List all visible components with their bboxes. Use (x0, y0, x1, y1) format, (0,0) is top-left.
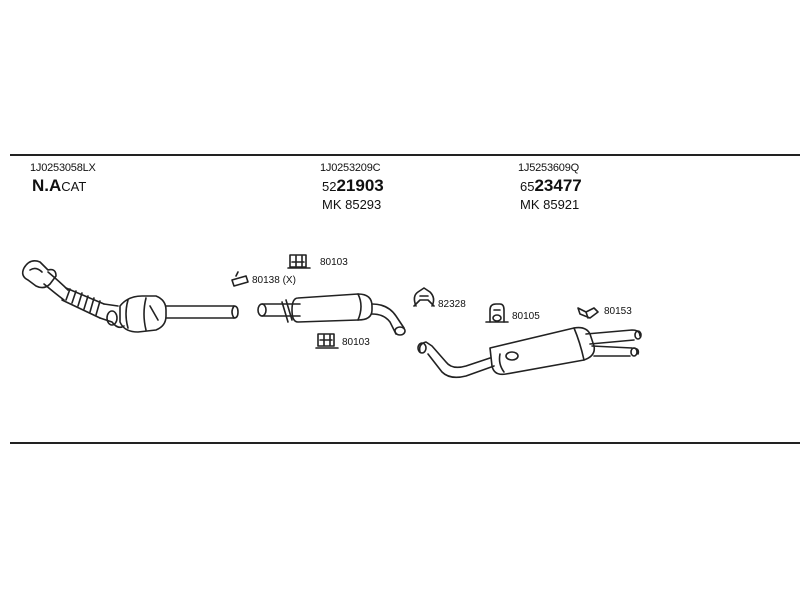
part-number: 1J5253609Q (518, 162, 579, 174)
middle-silencer (257, 293, 406, 336)
fitting-label-hanger-bottom: 80103 (342, 337, 370, 348)
part-name: N.ACAT (32, 176, 96, 197)
fitting-label-clamp-x: 80138 (X) (252, 275, 296, 286)
part-name-bold: N.A (32, 176, 62, 195)
hanger-bottom-icon (315, 333, 339, 349)
catalogue-main: 23477 (534, 176, 582, 195)
part-number: 1J0253058LX (30, 162, 96, 174)
mk-number: MK 85293 (322, 197, 382, 212)
rear-silencer-label: 1J5253609Q 6523477 MK 85921 (518, 162, 582, 213)
fitting-label-ring-clamp: 82328 (438, 299, 466, 310)
fitting-label-hanger-rear: 80105 (512, 311, 540, 322)
front-pipe-catalyst (21, 260, 239, 333)
mk-number: MK 85921 (520, 197, 580, 212)
catalyst-assembly-label: 1J0253058LX N.ACAT (30, 162, 96, 197)
catalogue-main: 21903 (336, 176, 384, 195)
catalogue-prefix: 52 (322, 179, 337, 194)
hanger-top-icon (287, 254, 311, 269)
fitting-label-hanger-top: 80103 (320, 257, 348, 268)
catalogue-prefix: 65 (520, 179, 535, 194)
catalogue-number: 5221903 (322, 176, 384, 197)
part-name-rest: CAT (61, 179, 87, 194)
bracket-end-icon (577, 307, 599, 319)
hanger-rear-icon (485, 303, 509, 323)
top-divider (10, 154, 800, 156)
middle-silencer-label: 1J0253209C 5221903 MK 85293 (320, 162, 384, 213)
bottom-divider (10, 442, 800, 444)
clamp-x-icon (231, 271, 249, 287)
fitting-label-bracket-end: 80153 (604, 306, 632, 317)
catalogue-number: 6523477 (520, 176, 582, 197)
ring-clamp-icon (413, 287, 435, 307)
rear-silencer (417, 326, 642, 379)
part-number: 1J0253209C (320, 162, 381, 174)
